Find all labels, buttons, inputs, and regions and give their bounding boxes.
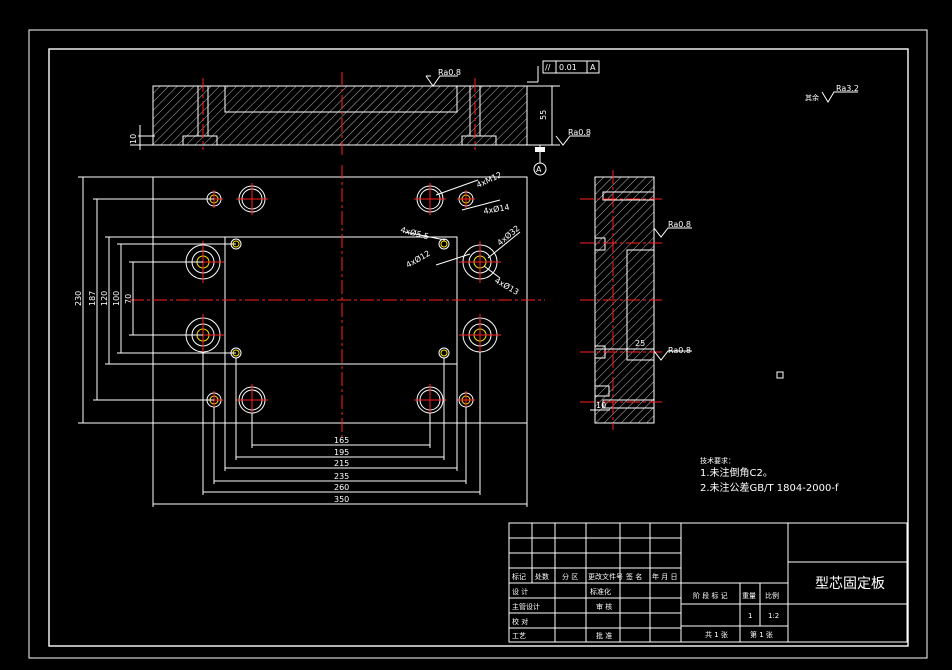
hole-label-1: 4xM12 <box>475 170 503 190</box>
top-section-view: 55 10 Ra0.8 Ra0.8 // 0.01 A A <box>129 60 600 176</box>
tb-sheet-num: 第 1 张 <box>750 630 773 639</box>
tb-row-check: 校 对 <box>512 617 528 626</box>
dim-v70: 70 <box>124 294 133 304</box>
side-section-view: Ra0.8 Ra0.8 25 10 <box>580 170 692 430</box>
datum-marker <box>533 162 547 176</box>
dim-165: 165 <box>334 436 349 445</box>
tb-header-3: 更改文件号 <box>588 572 623 581</box>
vertical-dimensions <box>78 176 236 424</box>
hole-label-5: 4xØ32 <box>495 223 522 248</box>
roughness-symbol <box>821 91 858 103</box>
tb-header-5: 年 月 日 <box>652 572 677 581</box>
dim-v187: 187 <box>88 291 97 306</box>
roughness-top: Ra0.8 <box>438 68 461 77</box>
dim-235: 235 <box>334 472 349 481</box>
drawing-title: 型芯固定板 <box>815 576 885 592</box>
plan-view: 4xM12 4xØ14 4xØ5.5 4xØ12 4xØ32 4xØ13 165… <box>74 165 545 507</box>
marker-square <box>776 371 784 379</box>
dim-215: 215 <box>334 459 349 468</box>
roughness-side-top: Ra0.8 <box>568 128 591 137</box>
tb-row-process: 工艺 <box>512 632 526 640</box>
tb-row-review: 审 核 <box>596 602 612 611</box>
tb-row-standard: 标准化 <box>590 587 611 596</box>
horizontal-dimensions <box>152 352 528 507</box>
notes-line2: 2.未注公差GB/T 1804-2000-f <box>700 481 839 494</box>
tb-row-approve: 批 准 <box>596 631 612 640</box>
dim-top-height: 55 <box>539 110 548 120</box>
tb-stage-value: 1 <box>748 612 752 620</box>
tb-header-1: 处数 <box>535 572 549 581</box>
roughness-general-prefix: 其余 <box>805 93 819 102</box>
dim-195: 195 <box>334 448 349 457</box>
tb-row-chief: 主管设计 <box>512 602 540 611</box>
title-block <box>508 522 908 643</box>
tb-scale-header: 比例 <box>765 591 779 600</box>
dim-top-step: 10 <box>129 134 138 144</box>
tb-header-4: 签 名 <box>626 572 642 581</box>
tb-sheet-total: 共 1 张 <box>705 630 728 639</box>
inner-frame <box>48 48 909 647</box>
gdt-datum: A <box>590 63 596 72</box>
tb-scale-value: 1:2 <box>768 612 779 620</box>
tb-stage-header: 阶 段 标 记 <box>693 591 728 600</box>
gdt-tolerance: 0.01 <box>559 63 577 72</box>
dim-side-25: 25 <box>635 339 645 348</box>
notes-line1: 1.未注倒角C2。 <box>700 466 773 479</box>
hole-label-6: 4xØ13 <box>493 275 521 297</box>
tb-header-2: 分 区 <box>562 572 578 581</box>
outer-border <box>28 29 928 659</box>
roughness-general: Ra3.2 <box>836 84 859 93</box>
tb-header-0: 标记 <box>512 572 526 581</box>
notes-heading: 技术要求： <box>700 456 735 465</box>
gdt-frame <box>542 60 600 74</box>
dim-v100: 100 <box>112 291 121 306</box>
dim-side-10: 10 <box>596 401 606 410</box>
tb-weight-header: 重量 <box>742 592 756 600</box>
datum-label: A <box>536 165 542 174</box>
dim-v230: 230 <box>74 291 83 306</box>
dim-v120: 120 <box>100 291 109 306</box>
hole-label-3: 4xØ5.5 <box>399 224 429 241</box>
roughness-right-2: Ra0.8 <box>668 346 691 355</box>
dim-350: 350 <box>334 495 349 504</box>
hole-label-2: 4xØ14 <box>483 202 511 216</box>
tb-row-design: 设 计 <box>512 587 528 596</box>
gdt-symbol: // <box>545 63 551 72</box>
dim-260: 260 <box>334 483 349 492</box>
hole-label-4: 4xØ12 <box>404 248 432 270</box>
roughness-right-1: Ra0.8 <box>668 220 691 229</box>
